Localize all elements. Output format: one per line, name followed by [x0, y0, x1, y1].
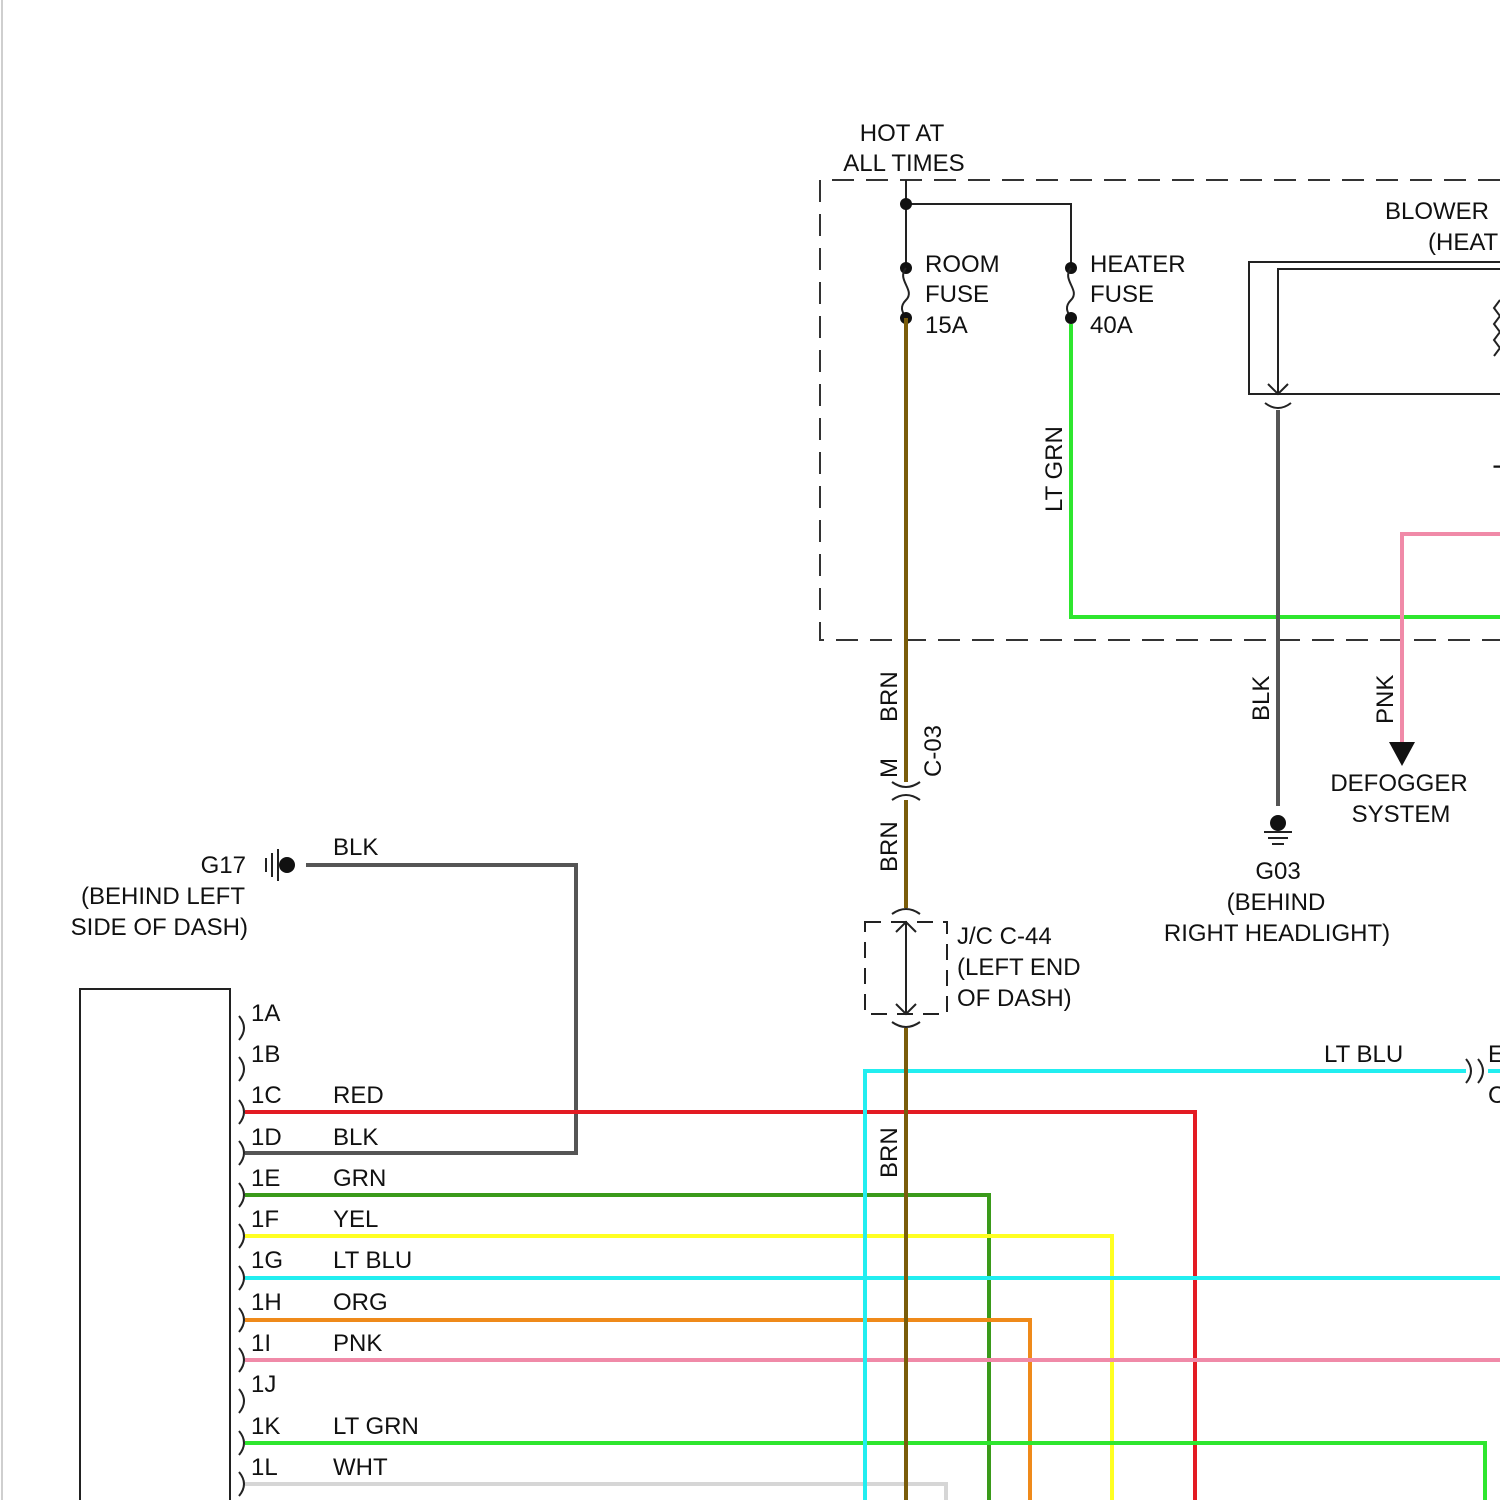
g03-name: G03 [1255, 858, 1300, 885]
heater-fuse [1065, 262, 1077, 324]
right-edge-wire-label: I [1489, 463, 1500, 470]
jc-c44-label-2: (LEFT END [957, 954, 1081, 981]
pin-label: 1G [251, 1247, 283, 1274]
pin-wire-label: LT GRN [333, 1413, 419, 1440]
pin-wire-label: BLK [333, 1124, 378, 1151]
pin-wire-label: ORG [333, 1289, 388, 1316]
wire-label-brn-middle: BRN [876, 821, 903, 872]
connector-c03 [892, 782, 920, 800]
lt-grn-heater-wire [1071, 324, 1500, 617]
wire-1l-wht [245, 1484, 946, 1500]
right-edge-label-e: E [1488, 1041, 1500, 1068]
room-fuse [900, 262, 912, 324]
supply-label-line1: HOT AT [860, 120, 945, 147]
room-fuse-label-3: 15A [925, 312, 968, 339]
pin-label: 1J [251, 1371, 276, 1398]
blower-coil [1494, 300, 1500, 356]
ground-g17-icon [266, 849, 295, 881]
g17-name: G17 [201, 852, 246, 879]
room-fuse-label-1: ROOM [925, 251, 1000, 278]
blower-label-2: (HEAT [1428, 229, 1499, 256]
pin-wire-label: YEL [333, 1206, 378, 1233]
pin-label: 1L [251, 1454, 278, 1481]
heater-fuse-label-1: HEATER [1090, 251, 1186, 278]
pin-label: 1C [251, 1082, 282, 1109]
pin-wire-label: LT BLU [333, 1247, 412, 1274]
fuse-box-outline [820, 180, 1500, 640]
wire-label-blk-g03: BLK [1248, 676, 1275, 721]
pin-wire-label: WHT [333, 1454, 388, 1481]
pin-label: 1K [251, 1413, 280, 1440]
blower-box [1249, 262, 1500, 394]
g03-location-2: RIGHT HEADLIGHT) [1164, 920, 1390, 947]
wire-label-brn-lower: BRN [876, 1127, 903, 1178]
g17-location-2: SIDE OF DASH) [71, 914, 248, 941]
jc-c44-label-3: OF DASH) [957, 985, 1072, 1012]
room-fuse-label-2: FUSE [925, 281, 989, 308]
g17-location-1: (BEHIND LEFT [81, 883, 245, 910]
defogger-label-2: SYSTEM [1352, 801, 1451, 828]
blower-connector [1265, 403, 1291, 408]
wire-label-blk-g17: BLK [333, 834, 378, 861]
g03-location-1: (BEHIND [1227, 889, 1326, 916]
ground-g03-icon [1264, 815, 1292, 844]
pin-label: 1D [251, 1124, 282, 1151]
pin-wire-label: GRN [333, 1165, 386, 1192]
pin-wire-label: PNK [333, 1330, 382, 1357]
c03-pin-label: M [876, 758, 903, 778]
wire-label-lt-blu-upper: LT BLU [1324, 1041, 1403, 1068]
pin-labels: 1A 1B 1C RED 1D BLK 1E GRN 1F YEL 1G LT … [251, 1000, 419, 1481]
module-box [80, 989, 230, 1500]
pin-label: 1F [251, 1206, 279, 1233]
right-edge-label-c: C [1488, 1082, 1500, 1109]
lt-blu-upper-wire [865, 1071, 1466, 1500]
wire-label-brn-upper: BRN [876, 671, 903, 722]
wire-1d-blk [245, 865, 576, 1153]
pin-label: 1E [251, 1165, 280, 1192]
blower-label-1: BLOWER [1385, 198, 1489, 225]
pin-label: 1A [251, 1000, 280, 1027]
defogger-arrow-icon [1389, 742, 1415, 766]
supply-label-line2: ALL TIMES [843, 150, 964, 177]
pin-label: 1H [251, 1289, 282, 1316]
wire-label-lt-grn-heater: LT GRN [1041, 426, 1068, 512]
c03-connector-label: C-03 [920, 725, 947, 777]
junction-connector-c44 [865, 909, 947, 1027]
defogger-label-1: DEFOGGER [1330, 770, 1467, 797]
jc-c44-label-1: J/C C-44 [957, 923, 1052, 950]
wire-label-pnk-defogger: PNK [1372, 675, 1399, 724]
supply-splice [900, 198, 912, 210]
heater-fuse-label-2: FUSE [1090, 281, 1154, 308]
heater-fuse-label-3: 40A [1090, 312, 1133, 339]
pin-label: 1I [251, 1330, 271, 1357]
pin-brackets [239, 1016, 244, 1496]
blower-inner-line [1278, 269, 1500, 394]
pin-label: 1B [251, 1041, 280, 1068]
pin-wire-label: RED [333, 1082, 384, 1109]
